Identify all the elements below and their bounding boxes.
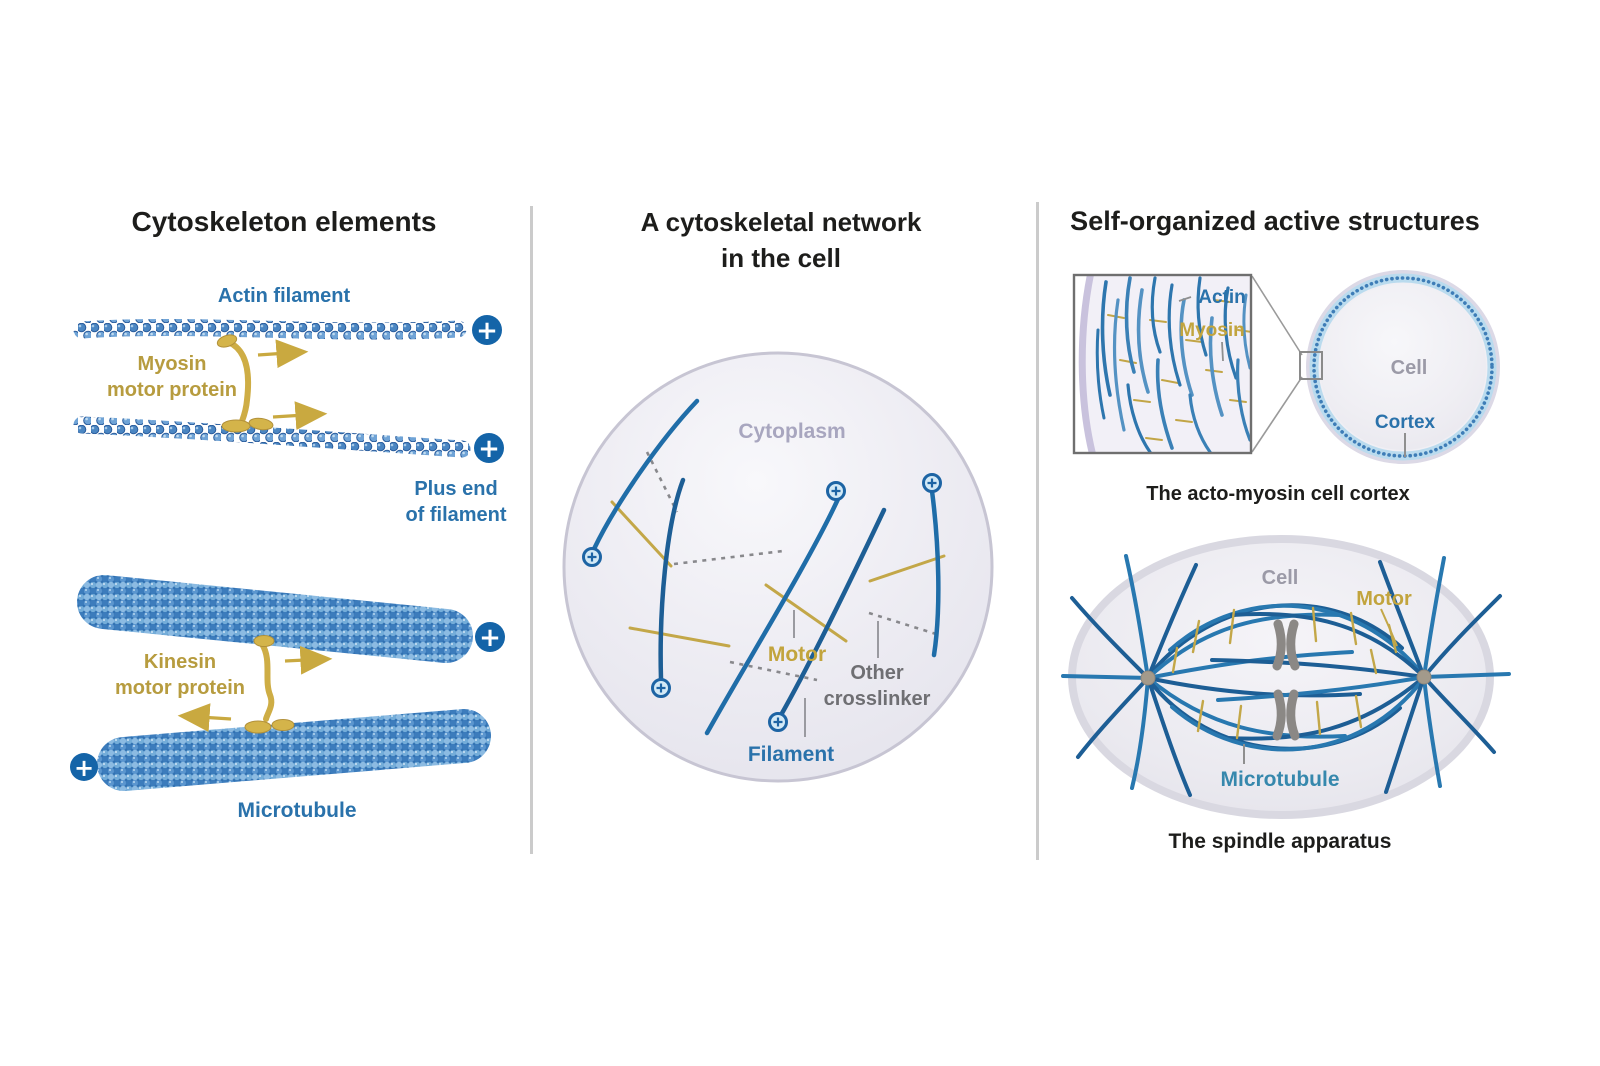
filament <box>778 507 887 718</box>
cortex-caption: The acto-myosin cell cortex <box>1146 483 1410 505</box>
cortex-inset-content <box>1078 275 1251 453</box>
kinesin-arrow-right <box>284 645 333 675</box>
spindle-figure-graphics <box>1061 535 1511 819</box>
label-kinesin-motor-protein: Kinesin motor protein <box>115 651 245 699</box>
magnified-region-box <box>1299 351 1323 380</box>
plus-end-icon: + <box>478 434 500 464</box>
label-myosin-inset: Myosin <box>1179 320 1245 341</box>
plus-end-badge: + <box>70 753 98 782</box>
plus-end-marker-icon <box>922 473 942 493</box>
plus-end-badge: + <box>474 433 504 464</box>
spindle-caption: The spindle apparatus <box>1168 830 1392 853</box>
network-filaments <box>591 398 941 736</box>
aster-rays <box>1061 554 1511 797</box>
label-microtubule-spindle: Microtubule <box>1220 768 1340 791</box>
myosin-arrow-bottom <box>272 401 328 430</box>
filament <box>929 488 941 658</box>
spindle-pole-left <box>1140 670 1156 686</box>
plus-end-icon: + <box>479 623 501 653</box>
label-microtubule: Microtubule <box>237 799 357 822</box>
plus-end-marker-icon <box>651 678 671 698</box>
label-actin-filament: Actin filament <box>217 285 351 307</box>
label-cell-cortex: Cell <box>1390 357 1428 379</box>
label-motor-spindle: Motor <box>1356 588 1412 610</box>
actin-strands <box>1095 276 1251 453</box>
kinesin-arrow-left <box>177 703 232 733</box>
spindle-pole-right <box>1416 669 1432 685</box>
label-cortex: Cortex <box>1374 412 1436 433</box>
label-other-crosslinker: Other crosslinker <box>823 662 931 710</box>
label-cell-spindle: Cell <box>1261 567 1299 589</box>
panel-divider-left <box>530 206 533 854</box>
other-crosslinks <box>645 451 937 682</box>
left-panel-graphics: + + + + <box>70 315 505 791</box>
plus-end-marker-icon <box>826 481 846 501</box>
label-motor: Motor <box>767 643 827 666</box>
spindle-motor-links <box>1171 606 1398 740</box>
cortex-cell <box>1306 270 1500 464</box>
label-myosin-motor-protein: Myosin motor protein <box>107 353 237 401</box>
microtubule-bottom <box>97 709 491 791</box>
actin-filament-top <box>73 318 467 340</box>
myosin-motor <box>216 334 328 433</box>
label-actin-inset: Actin <box>1198 287 1246 308</box>
filament <box>591 398 700 552</box>
microtubule-top <box>77 575 473 663</box>
left-panel-title: Cytoskeleton elements <box>131 206 437 237</box>
chromosomes <box>1272 619 1300 741</box>
label-filament: Filament <box>747 743 835 766</box>
plus-end-markers <box>582 473 942 732</box>
middle-panel-graphics <box>562 351 994 783</box>
plus-end-marker-icon <box>582 547 602 567</box>
cortex-figure-graphics <box>1072 270 1500 464</box>
myosin-arrow-top <box>257 339 309 369</box>
middle-panel-title: A cytoskeletal network in the cell <box>640 207 922 273</box>
spindle-fibers <box>1146 603 1426 752</box>
motor-crosslinks <box>610 500 946 648</box>
filament <box>658 477 686 682</box>
cell-boundary <box>562 351 994 783</box>
label-cytoplasm: Cytoplasm <box>738 420 846 443</box>
plus-end-icon: + <box>476 316 498 346</box>
myosin-links <box>1107 299 1251 441</box>
plus-end-marker-icon <box>768 712 788 732</box>
filament <box>704 496 841 736</box>
plus-end-badge: + <box>475 622 505 653</box>
panel-divider-right <box>1036 202 1039 860</box>
right-panel-title: Self-organized active structures <box>1070 206 1480 236</box>
kinesin-motor <box>177 635 333 734</box>
actin-filament-bottom <box>73 416 471 458</box>
membrane-band <box>1078 275 1096 453</box>
plus-end-badge: + <box>472 315 502 346</box>
label-plus-end-of-filament: Plus end of filament <box>405 478 507 526</box>
cortex-ring <box>1312 276 1494 458</box>
motor-label-connector <box>1380 608 1398 647</box>
spindle-cell <box>1076 543 1486 811</box>
label-connectors <box>793 610 879 737</box>
plus-end-icon: + <box>74 754 94 782</box>
